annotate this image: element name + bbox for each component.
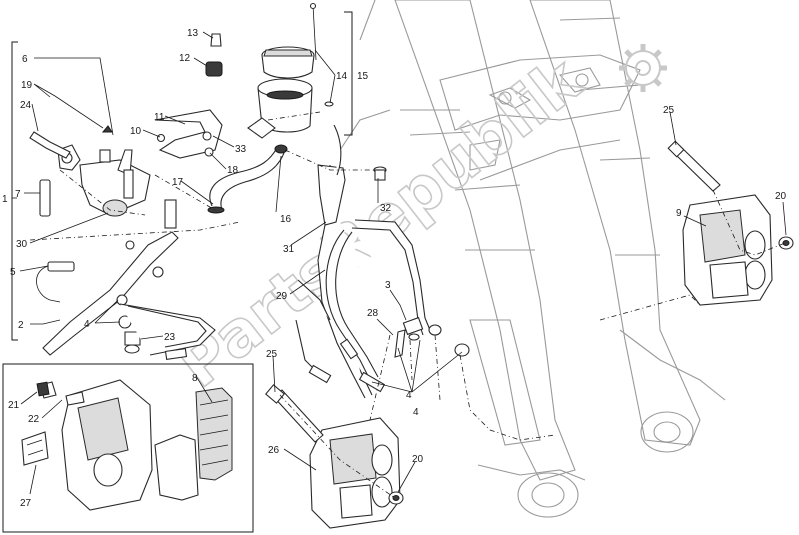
callout-27: 27 (20, 498, 32, 509)
inset-brake-pads (2, 363, 254, 533)
brake-fluid-reservoir (154, 2, 334, 214)
callout-2: 2 (18, 320, 24, 331)
callout-33: 33 (235, 144, 247, 155)
callout-10: 10 (130, 126, 142, 137)
callout-24: 24 (20, 100, 32, 111)
callout-labels: 1 2 3 4 4 4 5 6 7 8 9 10 11 12 13 14 15 … (2, 28, 787, 509)
callout-25: 25 (663, 105, 675, 116)
callout-9: 9 (676, 208, 682, 219)
brake-hoses (295, 124, 470, 399)
callout-1: 1 (2, 194, 8, 205)
callout-26: 26 (268, 445, 280, 456)
callout-7: 7 (15, 189, 21, 200)
callout-8: 8 (192, 373, 198, 384)
callout-29: 29 (276, 291, 288, 302)
callout-11: 11 (154, 112, 165, 123)
callout-25: 25 (266, 349, 278, 360)
callout-4: 4 (84, 319, 90, 330)
callout-20: 20 (412, 454, 424, 465)
callout-4: 4 (413, 407, 419, 418)
callout-30: 30 (16, 239, 28, 250)
callout-28: 28 (367, 308, 379, 319)
callout-15: 15 (357, 71, 369, 82)
callout-17: 17 (172, 177, 184, 188)
right-brake-caliper (667, 140, 794, 306)
callout-20: 20 (775, 191, 787, 202)
callout-13: 13 (187, 28, 199, 39)
callout-32: 32 (380, 203, 392, 214)
callout-5: 5 (10, 267, 16, 278)
callout-19: 19 (21, 80, 33, 91)
gear-icon (619, 44, 667, 92)
callout-31: 31 (283, 244, 295, 255)
callout-12: 12 (179, 53, 191, 64)
callout-4: 4 (406, 390, 412, 401)
callout-16: 16 (280, 214, 292, 225)
callout-23: 23 (164, 332, 176, 343)
callout-6: 6 (22, 54, 28, 65)
callout-3: 3 (385, 280, 391, 291)
callout-leaders (12, 31, 787, 495)
callout-18: 18 (227, 165, 239, 176)
bracket-group-15 (344, 11, 353, 136)
callout-21: 21 (8, 400, 20, 411)
callout-22: 22 (28, 414, 40, 425)
master-cylinder-assembly (29, 125, 216, 360)
watermark: PartsRepublik (163, 41, 667, 403)
center-lines (29, 111, 786, 499)
bracket-group-1 (11, 41, 18, 341)
front-fork-assembly (339, 0, 726, 518)
left-brake-caliper (265, 384, 404, 529)
callout-14: 14 (336, 71, 348, 82)
